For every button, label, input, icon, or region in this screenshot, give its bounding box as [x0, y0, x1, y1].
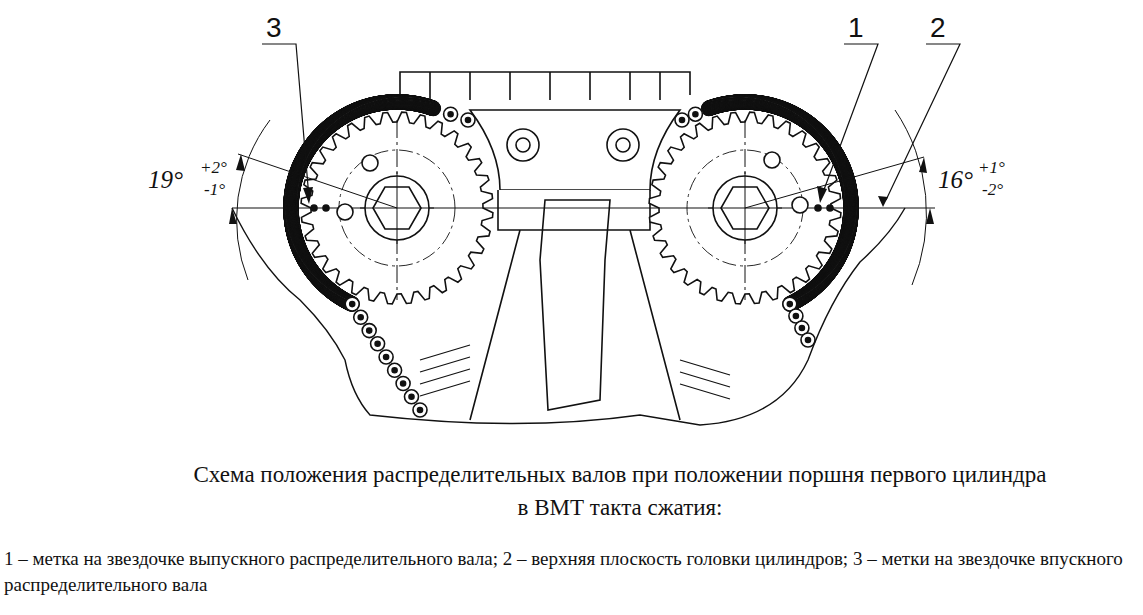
tensioner-block [470, 110, 680, 190]
center-lever [470, 190, 680, 420]
chain-guide [400, 72, 690, 100]
